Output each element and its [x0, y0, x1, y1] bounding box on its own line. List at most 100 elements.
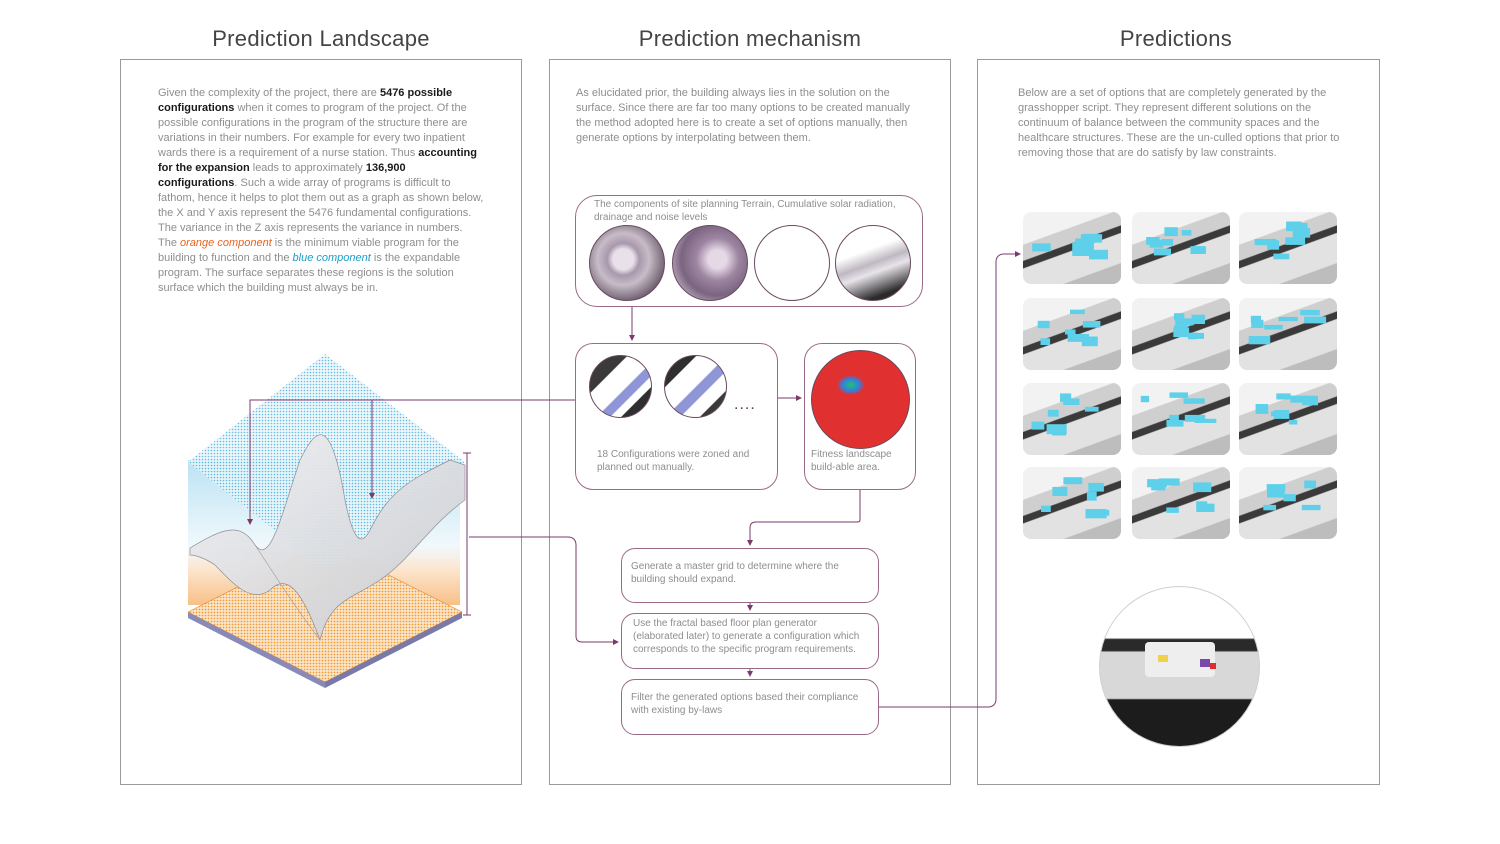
connector-fitness-to-grid — [747, 490, 861, 546]
cyan-building-block — [1273, 253, 1290, 260]
site-model-program-red — [1210, 663, 1216, 669]
prediction-option-massing — [1032, 233, 1108, 260]
prediction-option-4 — [1023, 298, 1121, 370]
cyan-building-block — [1083, 233, 1099, 240]
step-master-grid — [621, 548, 879, 603]
cyan-building-block — [1248, 336, 1271, 345]
prediction-option-7 — [1023, 383, 1121, 455]
cyan-building-block — [1063, 477, 1083, 485]
site-planning-text: The components of site planning Terrain,… — [594, 199, 896, 223]
cyan-building-block — [1184, 414, 1206, 422]
mechanism-title: Prediction mechanism — [638, 26, 862, 51]
cyan-building-block — [1304, 480, 1317, 489]
fitness-landscape-map — [811, 350, 910, 449]
predictions-title: Predictions — [1119, 26, 1233, 51]
cyan-building-block — [1166, 419, 1184, 427]
cyan-building-block — [1169, 414, 1179, 421]
prediction-option-massing — [1255, 393, 1318, 425]
prediction-option-massing — [1041, 477, 1110, 519]
cyan-building-block — [1067, 334, 1089, 342]
step-filter-text: Filter the generated options based their… — [631, 692, 859, 716]
prediction-option-8 — [1132, 383, 1230, 455]
cyan-building-block — [1051, 425, 1067, 436]
cyan-building-block — [1052, 486, 1068, 496]
base-side — [188, 612, 325, 688]
drainage-map — [754, 225, 830, 301]
cyan-building-block — [1173, 327, 1190, 338]
cyan-building-block — [1264, 324, 1283, 330]
prediction-option-6 — [1239, 298, 1337, 370]
cyan-building-block — [1288, 420, 1298, 425]
cyan-building-block — [1194, 418, 1217, 423]
prediction-option-massing — [1263, 480, 1321, 511]
prediction-option-2 — [1132, 212, 1230, 284]
cyan-building-block — [1304, 316, 1327, 324]
prediction-option-11 — [1132, 467, 1230, 539]
orange-component-label: orange component — [180, 237, 272, 249]
cyan-building-block — [1072, 250, 1092, 256]
cyan-building-block — [1072, 242, 1094, 251]
site-model-program-yellow — [1158, 655, 1168, 662]
cyan-building-block — [1267, 490, 1285, 498]
cyan-building-block — [1298, 223, 1308, 231]
step-master-grid-text: Generate a master grid to determine wher… — [631, 561, 839, 585]
cyan-building-block — [1250, 315, 1261, 323]
expansion-emphasis: accounting for the expansion — [158, 147, 477, 174]
predictions-panel — [977, 59, 1380, 785]
noise-map — [835, 225, 911, 301]
blue-component-label: blue component — [292, 252, 371, 264]
cyan-building-block — [1031, 421, 1045, 430]
cyan-building-block — [1166, 507, 1179, 513]
cyan-building-block — [1161, 239, 1173, 246]
cyan-building-block — [1292, 228, 1311, 238]
cyan-building-block — [1181, 230, 1192, 236]
prediction-option-9 — [1239, 383, 1337, 455]
cyan-building-block — [1060, 393, 1072, 402]
connector-filter-to-predictions — [879, 251, 1021, 708]
landscape-title: Prediction Landscape — [212, 26, 430, 51]
cyan-building-block — [1286, 221, 1302, 232]
cyan-building-block — [1196, 501, 1208, 512]
cyan-building-block — [1063, 398, 1080, 405]
cyan-building-block — [1088, 482, 1104, 492]
cyan-building-block — [1047, 409, 1059, 417]
site-model-view — [1099, 586, 1260, 747]
mechanism-description: As elucidated prior, the building always… — [576, 87, 910, 144]
prediction-option-massing — [1254, 221, 1311, 260]
fitness-text: Fitness landscape build-able area. — [811, 449, 892, 473]
cyan-building-block — [1254, 238, 1277, 246]
cyan-building-block — [1040, 338, 1051, 345]
landscape-panel — [120, 59, 522, 785]
cyan-building-block — [1158, 478, 1180, 486]
cyan-building-block — [1273, 410, 1290, 419]
cyan-building-block — [1270, 411, 1280, 417]
step-filter — [621, 679, 879, 735]
prediction-option-massing — [1037, 309, 1101, 347]
cyan-building-block — [1255, 404, 1269, 414]
prediction-option-massing — [1031, 393, 1099, 436]
prediction-option-3 — [1239, 212, 1337, 284]
cyan-building-block — [1192, 332, 1204, 339]
prediction-option-massing — [1248, 309, 1327, 345]
prediction-option-1 — [1023, 212, 1121, 284]
cyan-building-block — [1276, 393, 1291, 400]
cyan-building-block — [1086, 491, 1097, 501]
cyan-building-block — [1193, 482, 1212, 493]
cyan-building-block — [1191, 314, 1205, 324]
base-side-right — [325, 612, 462, 688]
prediction-option-5 — [1132, 298, 1230, 370]
mechanism-panel — [549, 59, 951, 785]
cyan-building-block — [1302, 395, 1318, 406]
cyan-building-block — [1283, 494, 1296, 502]
prediction-option-10 — [1023, 467, 1121, 539]
solar-radiation-map — [672, 225, 748, 301]
configurations-ellipsis: .... — [734, 396, 756, 413]
step-floor-plan — [621, 613, 879, 669]
cyan-building-block — [1070, 309, 1085, 315]
cyan-building-block — [1147, 479, 1167, 488]
prediction-option-massing — [1140, 392, 1217, 427]
cyan-building-block — [1164, 227, 1178, 237]
cyan-building-block — [1251, 319, 1264, 328]
prediction-option-12 — [1239, 467, 1337, 539]
